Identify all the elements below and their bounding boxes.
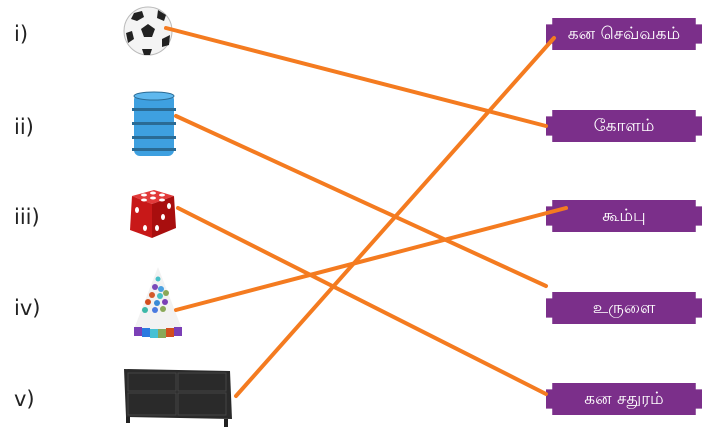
cabinet-image	[124, 369, 232, 427]
match-line-cabinet-cuboid[interactable]	[234, 36, 556, 398]
match-line-football-sphere[interactable]	[164, 26, 548, 128]
item-number-4: iv)	[14, 296, 41, 320]
match-line-tiffin-cylinder[interactable]	[174, 114, 548, 288]
answer-label-cuboid[interactable]: கன செவ்வகம்	[546, 18, 702, 50]
item-number-1: i)	[14, 22, 29, 46]
football-image	[123, 6, 173, 56]
tiffin-box-image	[132, 91, 176, 156]
answer-label-cylinder[interactable]: உருளை	[546, 292, 702, 324]
party-cone-image	[134, 267, 182, 338]
dice-image	[130, 190, 176, 238]
answer-label-sphere[interactable]: கோளம்	[546, 110, 702, 142]
item-number-5: v)	[14, 387, 35, 411]
match-line-cone-cone[interactable]	[174, 206, 568, 312]
answer-label-cone[interactable]: கூம்பு	[546, 200, 702, 232]
answer-label-cube[interactable]: கன சதுரம்	[546, 383, 702, 415]
item-number-3: iii)	[14, 205, 40, 229]
item-number-2: ii)	[14, 115, 34, 139]
